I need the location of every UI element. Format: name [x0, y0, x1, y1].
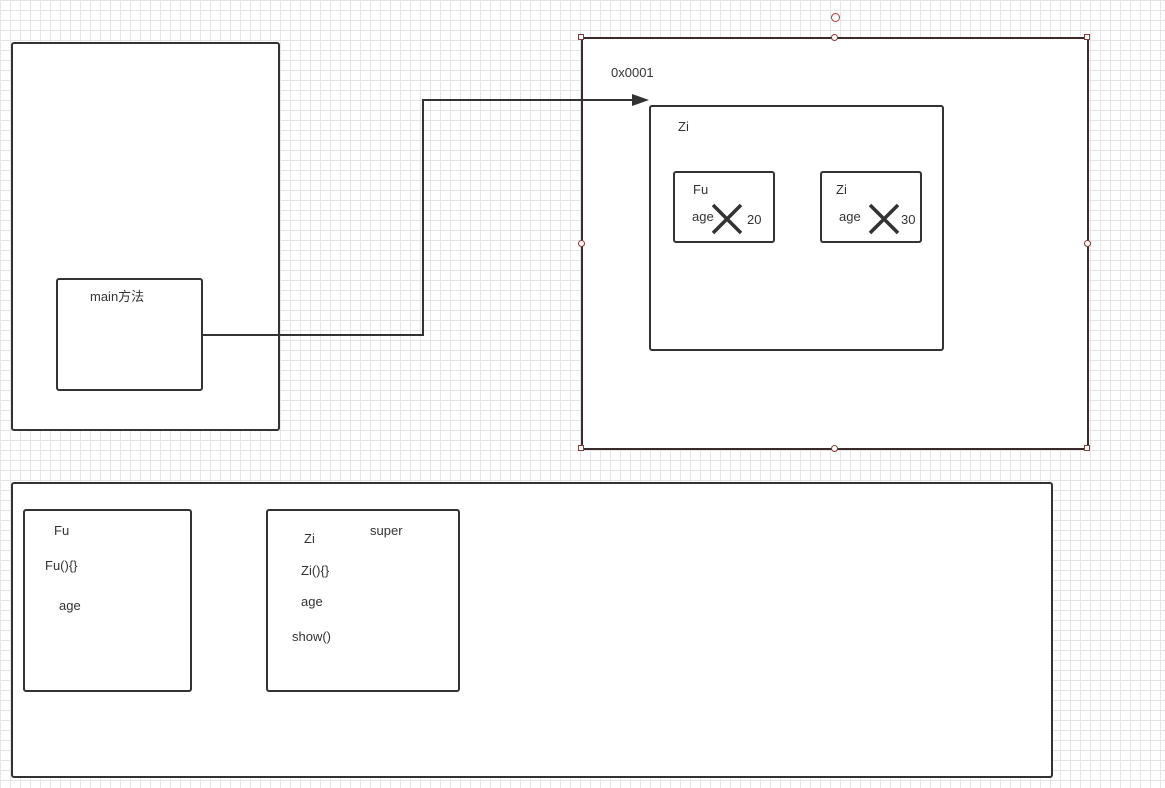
zi-class-super: super	[370, 523, 403, 538]
fu-class-name: Fu	[54, 523, 70, 538]
resize-handle-top-left[interactable]	[578, 34, 584, 40]
fu-part-box[interactable]	[673, 171, 775, 243]
zi-object-label: Zi	[678, 119, 689, 134]
zi-class-field: age	[301, 594, 323, 609]
zi-part-field: age	[839, 209, 861, 224]
zi-class-method: show()	[292, 629, 332, 644]
fu-part-value: 20	[747, 212, 762, 227]
zi-part-label: Zi	[836, 182, 847, 197]
rotate-handle[interactable]	[831, 13, 840, 22]
resize-handle-right[interactable]	[1084, 240, 1091, 247]
zi-class-box[interactable]	[266, 509, 460, 692]
zi-class-name: Zi	[304, 531, 315, 546]
resize-handle-top[interactable]	[831, 34, 838, 41]
fu-class-field: age	[59, 598, 81, 613]
zi-age-cross-icon	[868, 203, 900, 235]
fu-class-box[interactable]	[23, 509, 192, 692]
main-method-frame[interactable]	[56, 278, 203, 391]
fu-part-field: age	[692, 209, 714, 224]
fu-age-cross-icon	[711, 203, 743, 235]
zi-part-value: 30	[901, 212, 916, 227]
zi-class-constructor: Zi(){}	[301, 563, 330, 578]
resize-handle-bottom-right[interactable]	[1084, 445, 1090, 451]
resize-handle-bottom-left[interactable]	[578, 445, 584, 451]
resize-handle-bottom[interactable]	[831, 445, 838, 452]
heap-address-label: 0x0001	[611, 65, 654, 80]
fu-class-constructor: Fu(){}	[45, 558, 78, 573]
main-method-label: main方法	[90, 289, 145, 304]
fu-part-label: Fu	[693, 182, 709, 197]
resize-handle-left[interactable]	[578, 240, 585, 247]
resize-handle-top-right[interactable]	[1084, 34, 1090, 40]
